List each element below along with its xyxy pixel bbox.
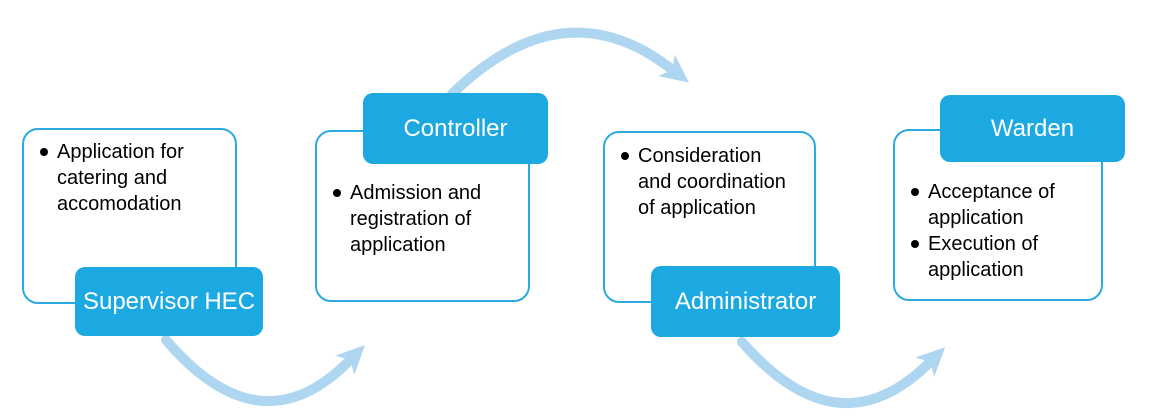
curved-arrow-icon-supervisor-to-controller	[161, 335, 365, 407]
bullet-list: Consideration and coordination of applic…	[619, 143, 790, 221]
bullet-item: Application for catering and accomodatio…	[38, 139, 209, 217]
step-title-badge: Administrator	[651, 266, 840, 337]
bullet-list: Application for catering and accomodatio…	[38, 139, 209, 217]
bullet-item: Execution of application	[909, 231, 1080, 283]
step-content-box: Application for catering and accomodatio…	[22, 128, 237, 304]
step-title-badge: Supervisor HEC	[75, 267, 263, 336]
bullet-list: Admission and registration of applicatio…	[331, 180, 502, 258]
step-title-badge: Controller	[363, 93, 548, 164]
curved-arrow-icon-administrator-to-warden	[737, 337, 946, 409]
bullet-item: Consideration and coordination of applic…	[619, 143, 790, 221]
curved-arrow-icon-controller-to-administrator	[447, 27, 690, 99]
bullet-item: Admission and registration of applicatio…	[331, 180, 502, 258]
step-title-badge: Warden	[940, 95, 1125, 162]
bullet-list: Acceptance of application Execution of a…	[909, 179, 1080, 283]
bullet-item: Acceptance of application	[909, 179, 1080, 231]
